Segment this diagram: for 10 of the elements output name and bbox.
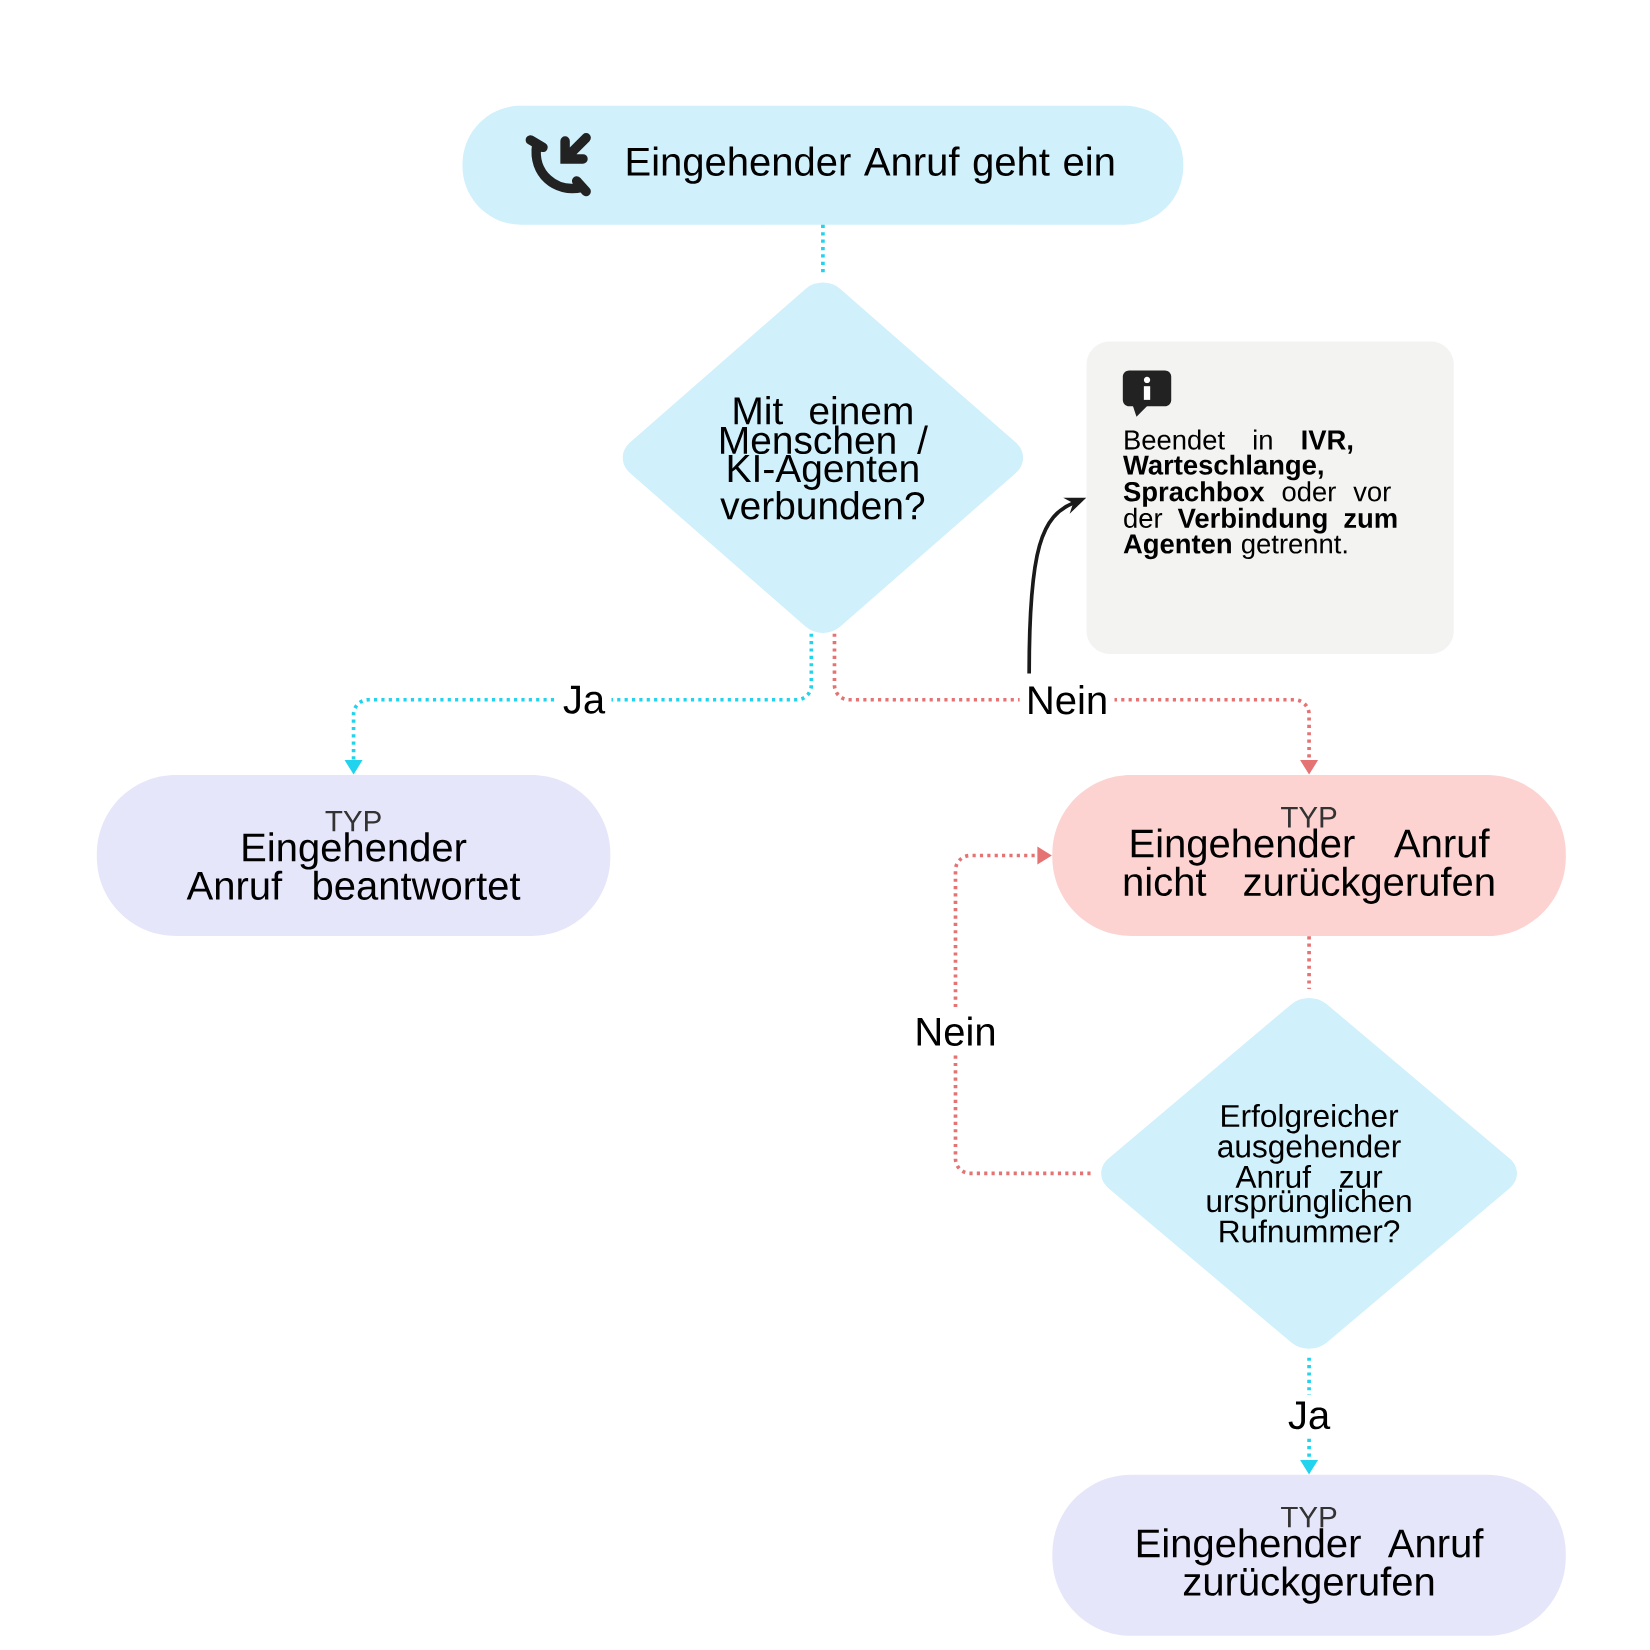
- rounded-box: TYP Eingehender Anruf beantwortet: [96, 775, 611, 937]
- edge-label: Ja: [1281, 1395, 1337, 1436]
- arrow: [953, 846, 1091, 1176]
- rounded-box: TYP Eingehender Anruf nicht zurückgerufen: [1052, 775, 1566, 937]
- edge-label: Ja: [556, 679, 612, 721]
- note-card: Beendet in IVR, Warteschlange, Sprachbox oder vor der Verbindung zum Agenten getrennt.: [1086, 341, 1454, 654]
- rounded-box: TYP Eingehender Anruf zurückgerufen: [1052, 1474, 1566, 1636]
- edge-label: Nein: [908, 1010, 1003, 1053]
- rounded-box: Eingehender Anruf geht ein: [462, 105, 1184, 225]
- edge-label: Nein: [1019, 678, 1115, 721]
